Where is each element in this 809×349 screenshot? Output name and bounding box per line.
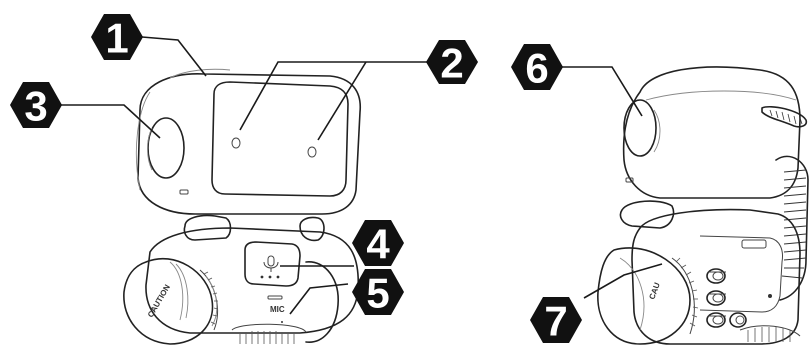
leader-5 [290, 284, 348, 314]
callout-7: 7 [530, 297, 582, 345]
chest-dots [261, 276, 280, 279]
cable-coil-rings [782, 170, 806, 278]
robot-back-buttons [707, 269, 772, 327]
robot-front-ear [148, 118, 184, 178]
callout-4-number: 4 [366, 221, 390, 268]
robot-front-right-eye [308, 147, 316, 157]
callout-1-number: 1 [105, 15, 128, 62]
mic-slot [268, 296, 282, 299]
callout-5-number: 5 [366, 270, 389, 317]
back-button-2 [707, 291, 726, 305]
robot-back-ear [624, 100, 656, 156]
callout-6: 6 [511, 44, 563, 92]
back-head-rim [646, 91, 796, 100]
back-led [768, 294, 772, 298]
front-wheel-caution-text: CAUTION [146, 283, 172, 319]
callout-5: 5 [352, 269, 404, 317]
robot-front-chest-panel [245, 242, 300, 286]
callout-6-number: 6 [525, 45, 548, 92]
robot-back-head [624, 67, 800, 198]
robot-back-panel [700, 236, 783, 312]
mic-icon [264, 256, 278, 272]
back-button-3 [707, 313, 726, 327]
leader-2a [240, 62, 427, 130]
callout-1: 1 [91, 14, 143, 62]
robot-front-head [138, 74, 360, 214]
callout-2: 2 [426, 40, 478, 87]
mic-hole [281, 321, 283, 323]
robot-front-left-eye [232, 138, 240, 148]
leader-3 [57, 105, 160, 138]
callout-3-number: 3 [24, 83, 47, 130]
robot-front-body [146, 228, 358, 333]
robot-front-base-grille [232, 324, 306, 332]
mic-label: MIC [270, 305, 285, 314]
robot-back-left-arm [620, 201, 673, 228]
back-wheel-caution-text: CAU [647, 281, 661, 301]
robot-front-right-arm [300, 217, 324, 240]
robot-back-wheel-cover [598, 248, 690, 344]
back-button-4 [730, 313, 746, 327]
robot-front: MIC CAUTION [124, 69, 360, 344]
callout-3: 3 [10, 82, 62, 130]
callout-4: 4 [352, 220, 404, 268]
back-button-1 [707, 269, 726, 283]
robot-front-face-screen [212, 82, 348, 196]
robot-front-wheel-cover [124, 259, 213, 344]
robot-back-slot [742, 240, 766, 248]
callout-2-number: 2 [440, 40, 463, 87]
head-indicator [180, 190, 188, 194]
callout-7-number: 7 [544, 298, 567, 345]
back-wheel-swoosh [620, 258, 644, 330]
robot-back: CAU [598, 67, 808, 344]
